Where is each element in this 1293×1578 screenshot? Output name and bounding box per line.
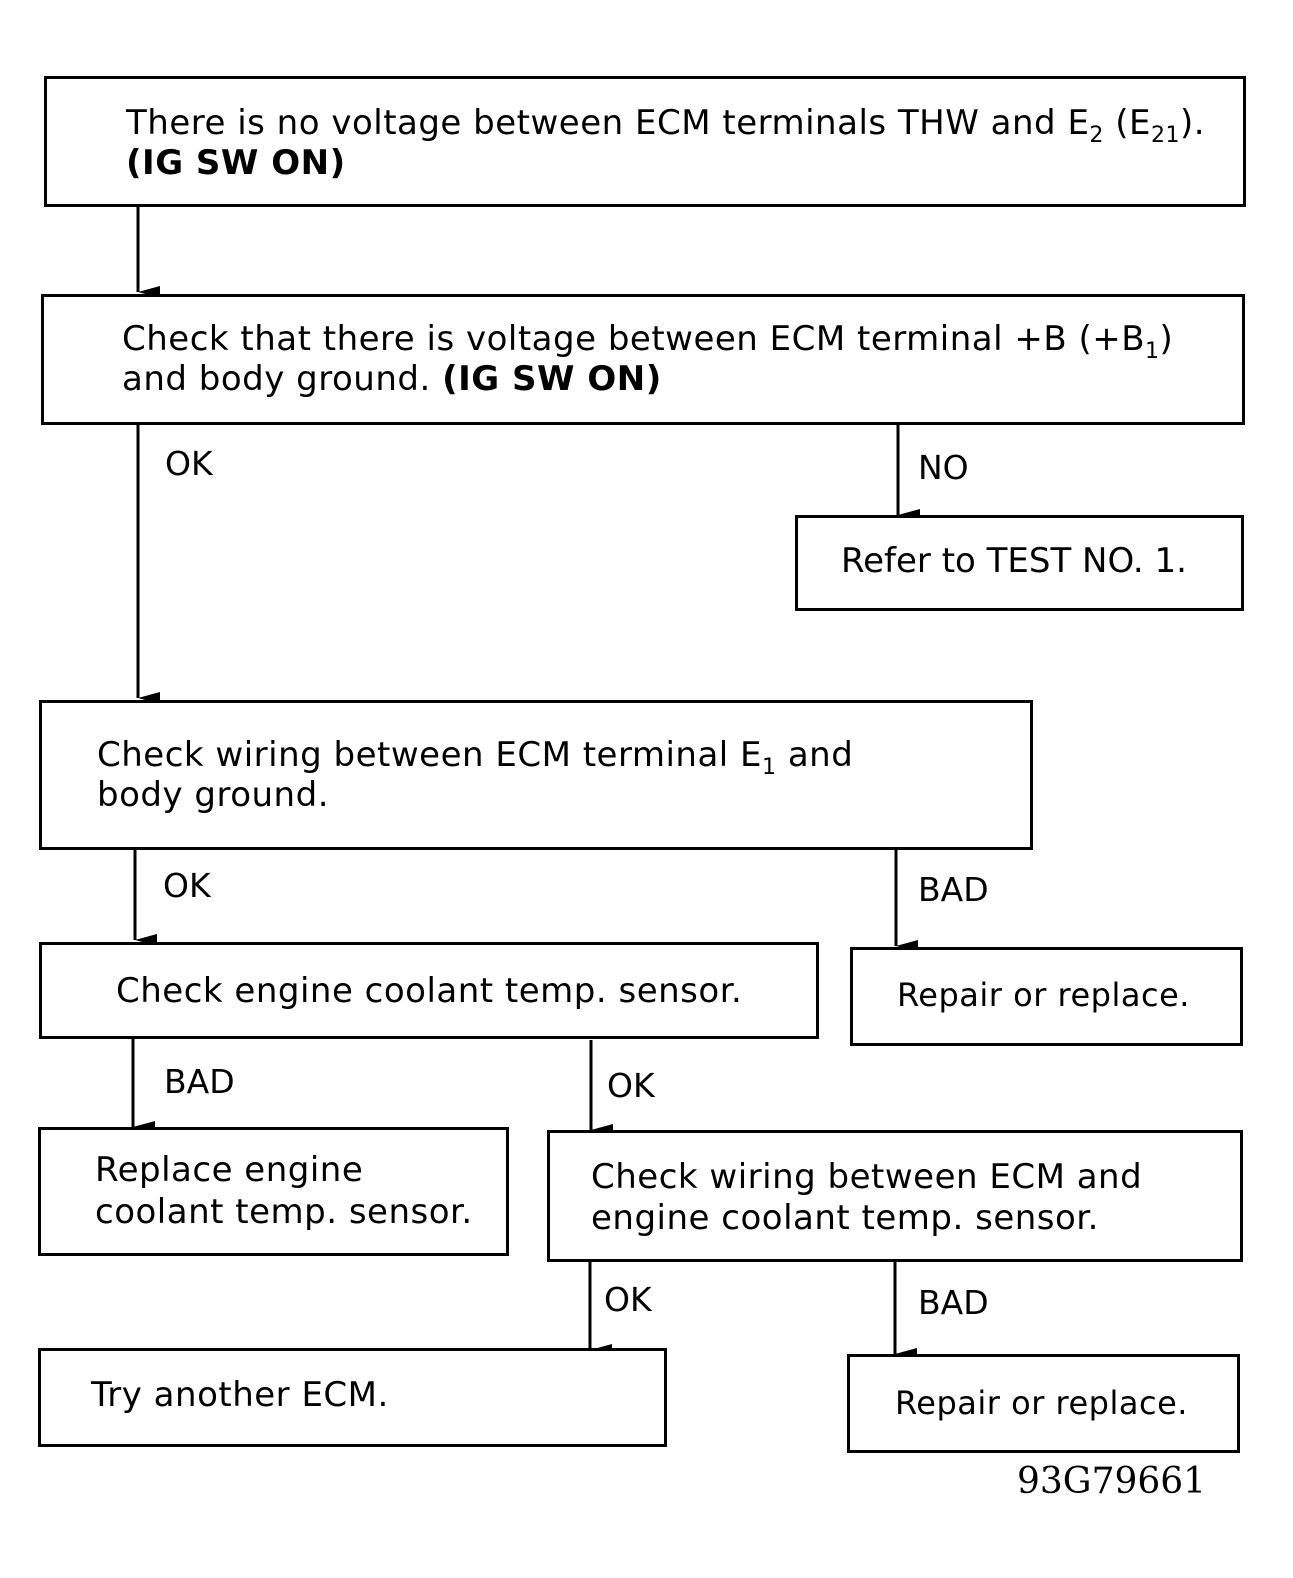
step-refer-test-box: Refer to TEST NO. 1.	[795, 515, 1244, 611]
step-check-sensor-box: Check engine coolant temp. sensor.	[39, 942, 819, 1039]
figure-code: 93G79661	[1017, 1461, 1207, 1502]
label-s5-ok: OK	[604, 1280, 652, 1319]
label-s5-bad: BAD	[918, 1283, 989, 1322]
step-check-e1-wiring-line2: body ground.	[97, 775, 329, 815]
step-no-voltage-box: There is no voltage between ECM terminal…	[44, 76, 1246, 207]
step-repair-replace-box-1: Repair or replace.	[850, 947, 1243, 1046]
step-check-b-voltage-ig-on: (IG SW ON)	[442, 359, 662, 399]
subscript-1: 1	[762, 754, 777, 780]
step-repair-replace-text-2: Repair or replace.	[895, 1384, 1188, 1422]
step-check-sensor-text: Check engine coolant temp. sensor.	[116, 971, 743, 1011]
label-s3-bad: BAD	[918, 870, 989, 909]
label-s4-ok: OK	[607, 1066, 655, 1105]
step-replace-sensor-line1: Replace engine	[95, 1150, 364, 1190]
step-check-sensor-wiring-line1: Check wiring between ECM and	[591, 1157, 1143, 1197]
step-no-voltage-text-c: ).	[1179, 103, 1206, 143]
subscript-1: 1	[1145, 338, 1160, 364]
step-no-voltage-line2: (IG SW ON)	[126, 143, 346, 183]
label-s2-no: NO	[918, 448, 969, 487]
step-check-b-voltage-line2: and body ground. (IG SW ON)	[122, 359, 662, 399]
step-check-sensor-wiring-line2: engine coolant temp. sensor.	[591, 1198, 1099, 1238]
step-repair-replace-box-2: Repair or replace.	[847, 1354, 1240, 1453]
step-no-voltage-text-a: There is no voltage between ECM terminal…	[126, 103, 1090, 143]
step-try-another-ecm-text: Try another ECM.	[91, 1375, 389, 1415]
step-try-another-ecm-box: Try another ECM.	[38, 1348, 667, 1447]
step-repair-replace-text-1: Repair or replace.	[897, 976, 1190, 1014]
subscript-21: 21	[1150, 122, 1180, 148]
label-s2-ok: OK	[165, 444, 213, 483]
step-check-e1-wiring-text-b: and	[776, 735, 854, 775]
step-check-b-voltage-box: Check that there is voltage between ECM …	[41, 294, 1245, 425]
step-check-b-voltage-text-c: and body ground.	[122, 359, 443, 399]
step-refer-test-text: Refer to TEST NO. 1.	[841, 541, 1187, 581]
label-s4-bad: BAD	[164, 1062, 235, 1101]
step-check-b-voltage-text-a: Check that there is voltage between ECM …	[122, 319, 1146, 359]
step-check-sensor-wiring-box: Check wiring between ECM and engine cool…	[547, 1130, 1243, 1262]
step-no-voltage-text-b: (E	[1103, 103, 1151, 143]
step-no-voltage-line1: There is no voltage between ECM terminal…	[126, 103, 1205, 156]
step-replace-sensor-box: Replace engine coolant temp. sensor.	[38, 1127, 509, 1256]
step-check-b-voltage-line1: Check that there is voltage between ECM …	[122, 319, 1173, 372]
step-check-e1-wiring-text-a: Check wiring between ECM terminal E	[97, 735, 763, 775]
step-check-b-voltage-text-b: )	[1159, 319, 1174, 359]
step-check-e1-wiring-line1: Check wiring between ECM terminal E1 and	[97, 735, 853, 788]
step-replace-sensor-line2: coolant temp. sensor.	[95, 1192, 473, 1232]
step-check-e1-wiring-box: Check wiring between ECM terminal E1 and…	[39, 700, 1033, 850]
label-s3-ok: OK	[163, 866, 211, 905]
subscript-2: 2	[1089, 122, 1104, 148]
